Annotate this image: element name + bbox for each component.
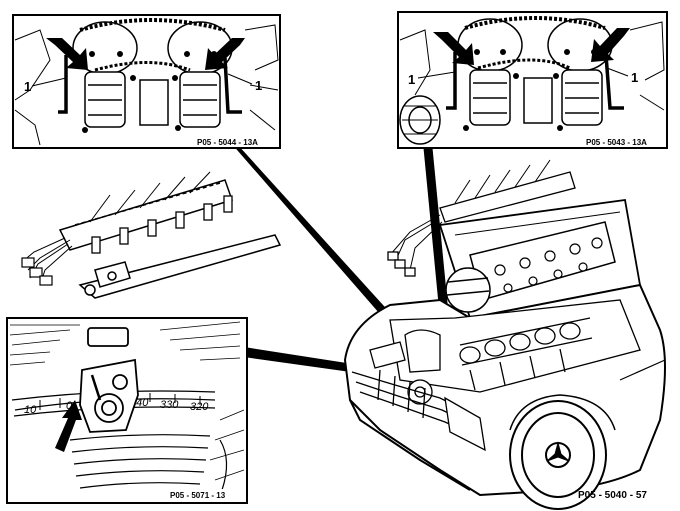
reference-code: P05 - 5044 - 13A bbox=[197, 138, 258, 147]
scale-mark: 330 bbox=[160, 399, 179, 411]
reference-code: P05 - 5043 - 13A bbox=[586, 138, 647, 147]
callout-number-left: 1 bbox=[24, 79, 31, 94]
inset-top-right: 1 1 P05 - 5043 - 13A bbox=[397, 11, 668, 149]
arrow-icon bbox=[433, 28, 630, 65]
arrow-icon bbox=[55, 400, 82, 452]
inset-bottom-left: 10 0 340 330 320 P05 - 5071 - 13 bbox=[6, 317, 248, 504]
inset-top-left: 1 1 P05 - 5044 - 13A bbox=[12, 14, 281, 149]
scale-mark: 0 bbox=[66, 400, 73, 412]
scale-mark: 320 bbox=[190, 401, 209, 413]
callout-number-right: 1 bbox=[631, 70, 638, 85]
reference-code: P05 - 5071 - 13 bbox=[170, 491, 226, 500]
callout-number-right: 1 bbox=[255, 78, 262, 93]
pulley-icon bbox=[399, 95, 441, 145]
reference-code: P05 - 5040 - 57 bbox=[578, 490, 647, 501]
scale-mark: 10 bbox=[24, 404, 37, 416]
mercedes-star-icon bbox=[546, 441, 570, 462]
removed-components bbox=[21, 171, 282, 299]
callout-number-left: 1 bbox=[408, 72, 415, 87]
pointer-bracket bbox=[79, 327, 139, 433]
coil-rail bbox=[387, 159, 576, 277]
arrow-icon bbox=[46, 38, 245, 70]
valve-cover bbox=[469, 221, 616, 301]
ignition-coil-rail bbox=[58, 171, 233, 254]
engine-cover-strip bbox=[78, 234, 282, 299]
car-illustration bbox=[343, 159, 666, 510]
engine-bay bbox=[369, 299, 641, 405]
front-grille bbox=[351, 369, 486, 452]
